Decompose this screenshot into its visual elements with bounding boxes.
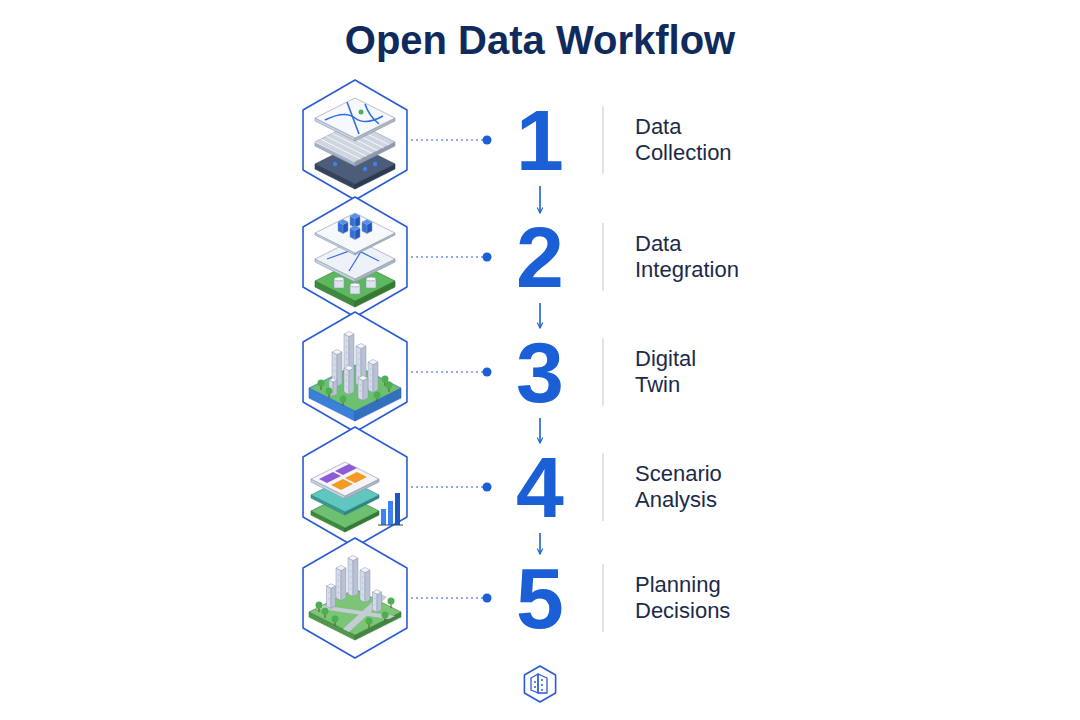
- leader-line: [411, 371, 483, 372]
- step-label: Data Collection: [635, 114, 732, 166]
- flow-arrow: [539, 303, 541, 328]
- divider-line: [602, 223, 603, 291]
- leader-dot: [483, 594, 492, 603]
- leader-dot: [483, 368, 492, 377]
- flow-arrow: [539, 186, 541, 213]
- step-icon: [303, 312, 407, 432]
- divider-line: [602, 453, 603, 521]
- step-label: Scenario Analysis: [635, 461, 722, 513]
- leader-dot: [483, 136, 492, 145]
- step-label: Planning Decisions: [635, 572, 730, 624]
- leader-dot: [483, 483, 492, 492]
- leader-line: [411, 256, 483, 257]
- divider-line: [602, 338, 603, 406]
- step-number: 4: [501, 447, 579, 527]
- step-label: Data Integration: [635, 231, 739, 283]
- step-icon: [303, 80, 407, 200]
- divider-line: [602, 106, 603, 174]
- flow-arrow: [539, 418, 541, 443]
- leader-dot: [483, 253, 492, 262]
- step-number: 2: [501, 217, 579, 297]
- step-number: 1: [501, 100, 579, 180]
- step-label: Digital Twin: [635, 346, 696, 398]
- step-node: 5Planning Decisions: [501, 558, 579, 638]
- step-node: 1Data Collection: [501, 100, 579, 180]
- diagram-title: Open Data Workflow: [0, 18, 1080, 63]
- divider-line: [602, 564, 603, 632]
- step-icon: [303, 427, 407, 547]
- step-number: 3: [501, 332, 579, 412]
- step-icon: [303, 538, 407, 658]
- step-node: 3Digital Twin: [501, 332, 579, 412]
- step-number: 5: [501, 558, 579, 638]
- leader-line: [411, 139, 483, 140]
- leader-line: [411, 597, 483, 598]
- logo-icon: [524, 666, 555, 702]
- step-icon: [303, 197, 407, 317]
- leader-line: [411, 486, 483, 487]
- flow-arrow: [539, 533, 541, 554]
- step-node: 4Scenario Analysis: [501, 447, 579, 527]
- step-node: 2Data Integration: [501, 217, 579, 297]
